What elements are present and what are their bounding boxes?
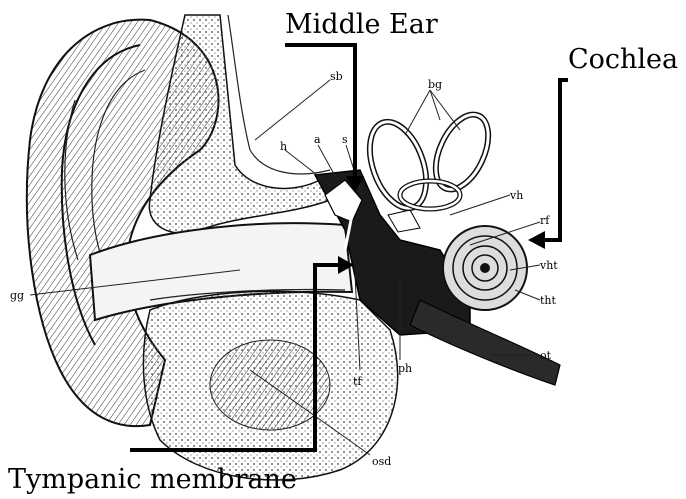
- tympanic-membrane-label: Tympanic membrane: [8, 464, 297, 495]
- label-ph: ph: [398, 362, 412, 375]
- label-h: h: [280, 140, 287, 153]
- label-osd: osd: [372, 455, 391, 468]
- label-vht: vht: [539, 259, 558, 272]
- label-bg: bg: [428, 78, 442, 91]
- label-sb: sb: [330, 70, 343, 83]
- label-vh: vh: [509, 189, 523, 202]
- eustachian-tube: [410, 300, 560, 385]
- cochlea-arrowhead: [528, 231, 545, 249]
- label-ot: ot: [540, 349, 552, 362]
- cochlea: [443, 226, 527, 310]
- label-tf: tf: [353, 375, 362, 388]
- semicircular-canals: [359, 106, 499, 215]
- cochlea-label: Cochlea: [568, 44, 678, 75]
- label-tht: tht: [540, 294, 557, 307]
- label-a: a: [314, 133, 321, 146]
- label-gg: gg: [10, 289, 24, 302]
- middle-ear-callout-line: [285, 45, 355, 180]
- label-rf: rf: [540, 214, 550, 227]
- middle-ear-label: Middle Ear: [285, 9, 438, 40]
- label-s: s: [342, 133, 348, 146]
